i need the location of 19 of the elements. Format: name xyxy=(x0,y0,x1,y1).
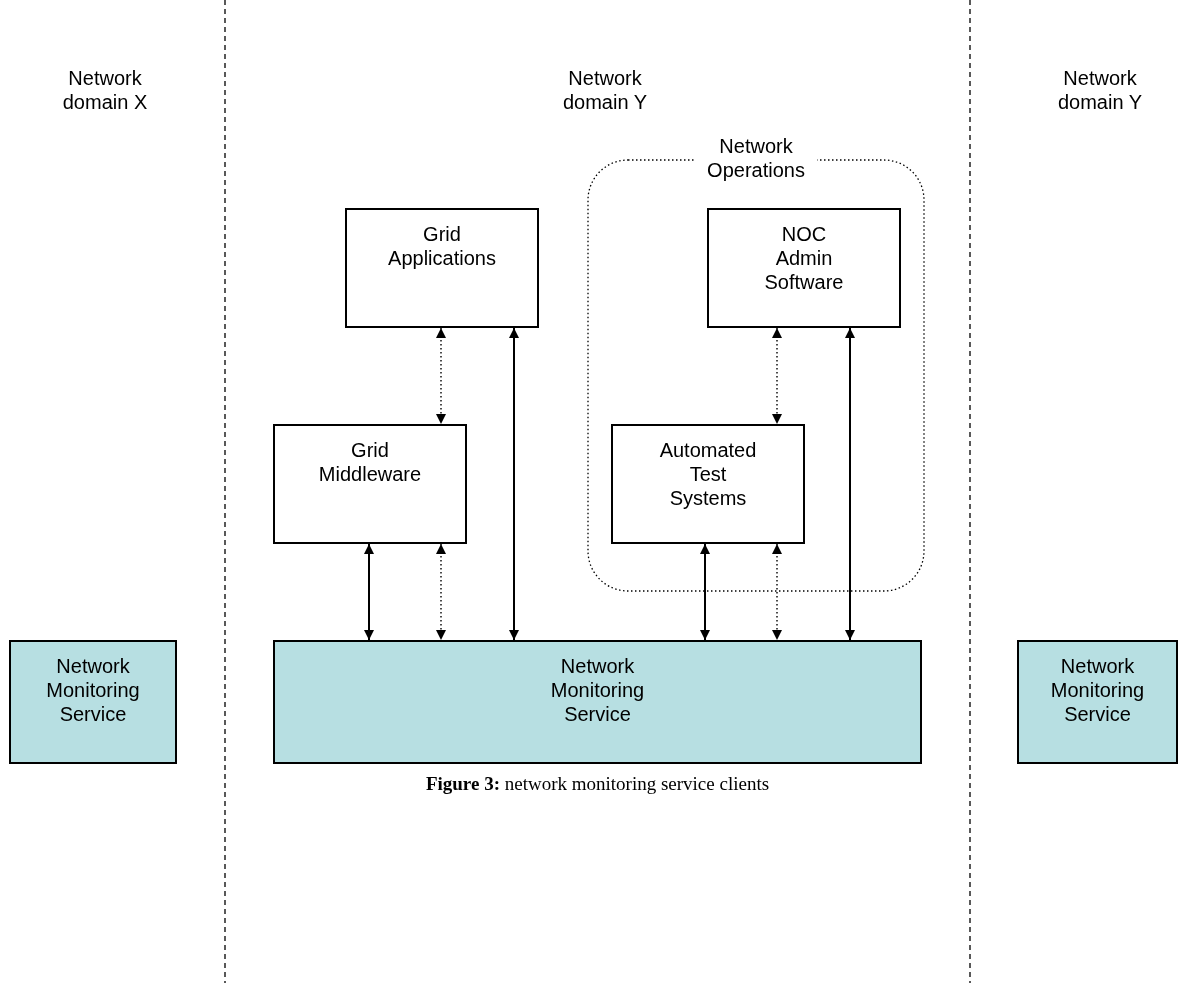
figure-caption: Figure 3: network monitoring service clients xyxy=(424,772,771,796)
connector-arrow xyxy=(509,327,519,641)
service-box: Network Monitoring Service xyxy=(1017,640,1178,764)
connector-arrow xyxy=(772,327,782,425)
connector-arrow xyxy=(772,543,782,641)
domain-label: Network domain X xyxy=(61,66,149,114)
service-box: Network Monitoring Service xyxy=(273,640,922,764)
domain-label: Network domain Y xyxy=(561,66,649,114)
service-box: Network Monitoring Service xyxy=(9,640,177,764)
connector-arrow xyxy=(436,543,446,641)
component-box: NOC Admin Software xyxy=(707,208,901,328)
connector-arrow xyxy=(845,327,855,641)
connector-arrow xyxy=(364,543,374,641)
component-box: Grid Applications xyxy=(345,208,539,328)
connector-arrow xyxy=(700,543,710,641)
component-box: Automated Test Systems xyxy=(611,424,805,544)
component-box: Grid Middleware xyxy=(273,424,467,544)
domain-label: Network domain Y xyxy=(1056,66,1144,114)
connector-arrow xyxy=(436,327,446,425)
